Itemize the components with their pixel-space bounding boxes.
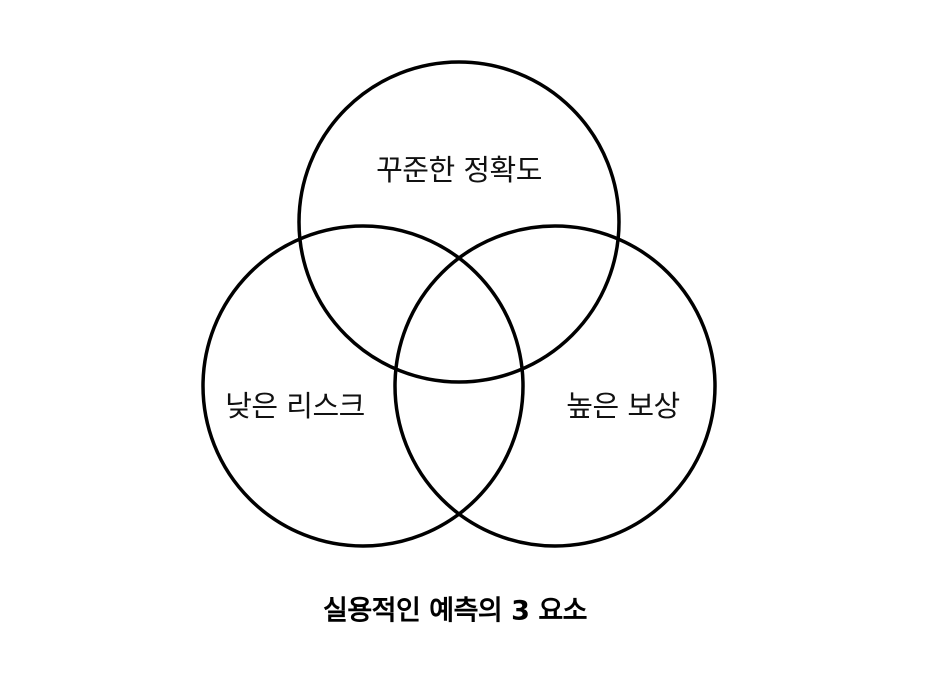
circle-high-reward xyxy=(393,224,717,548)
circle-low-risk xyxy=(201,224,525,548)
label-high-reward: 높은 보상 xyxy=(566,389,680,423)
diagram-caption: 실용적인 예측의 3 요소 xyxy=(322,595,588,627)
label-consistent-accuracy: 꾸준한 정확도 xyxy=(376,153,542,187)
circle-consistent-accuracy xyxy=(297,60,621,384)
label-low-risk: 낮은 리스크 xyxy=(225,389,365,423)
